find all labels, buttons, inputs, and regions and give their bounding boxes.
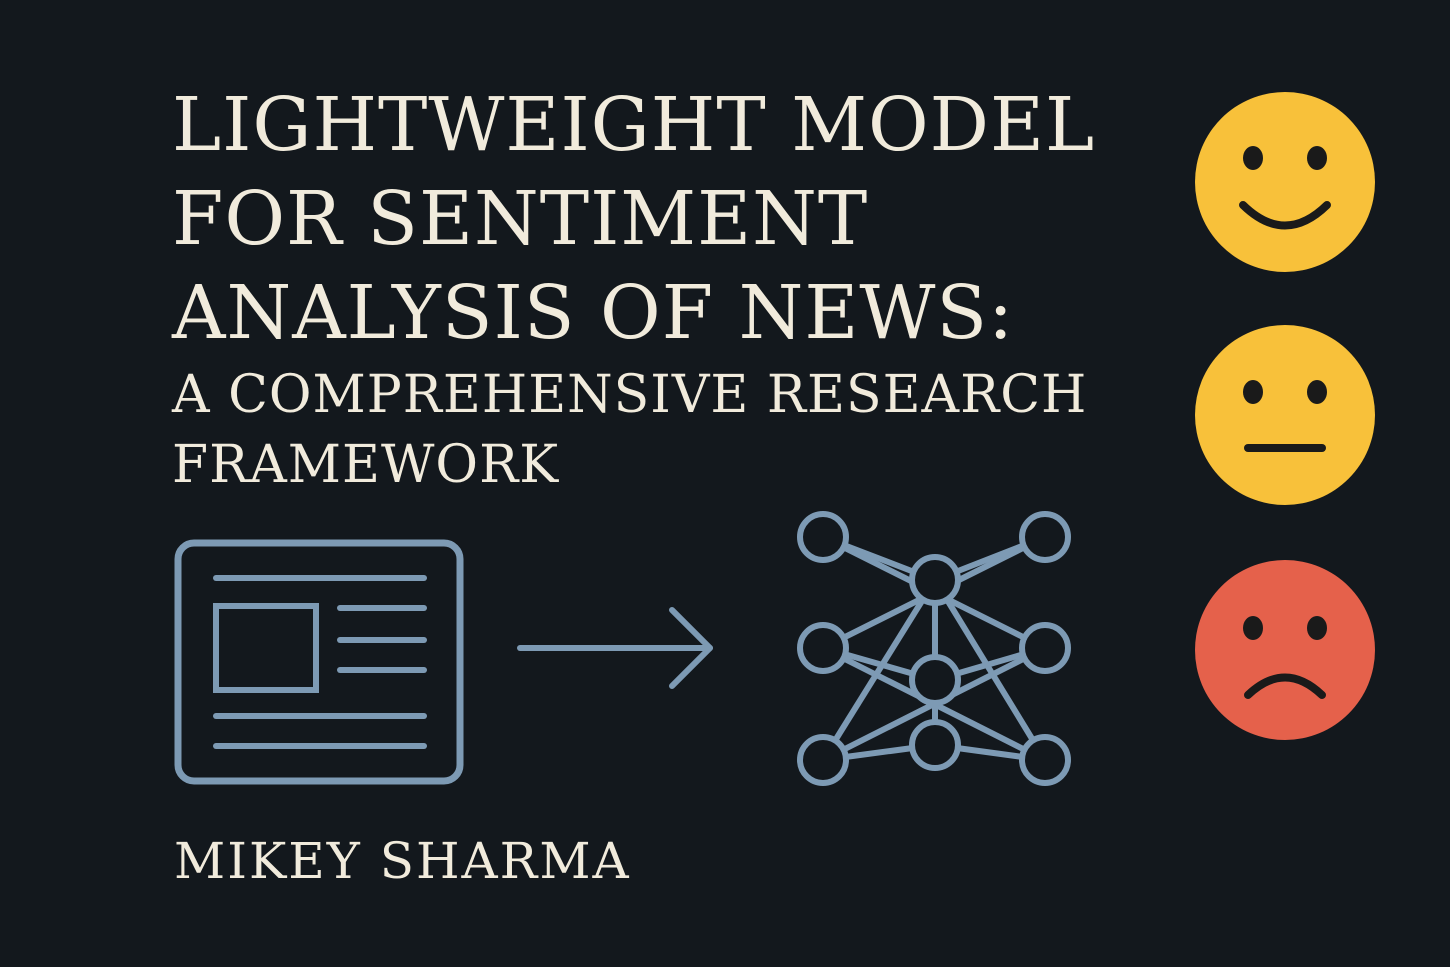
title-line-2: FOR SENTIMENT: [172, 176, 869, 262]
neural-network-icon: [797, 511, 1071, 786]
arrow-right-icon: [517, 607, 713, 689]
title-line-1: LIGHTWEIGHT MODEL: [172, 82, 1096, 168]
happy-face-icon: [1195, 92, 1375, 272]
title-line-3: ANALYSIS OF NEWS:: [172, 270, 1015, 356]
author-name: MIKEY SHARMA: [174, 832, 631, 890]
subtitle-line-1: A COMPREHENSIVE RESEARCH: [172, 365, 1088, 425]
sad-face-icon: [1195, 560, 1375, 740]
title-block: LIGHTWEIGHT MODEL FOR SENTIMENT ANALYSIS…: [172, 78, 1152, 500]
newspaper-icon: [174, 539, 464, 785]
neutral-face-icon: [1195, 325, 1375, 505]
subtitle-line-2: FRAMEWORK: [172, 435, 560, 495]
